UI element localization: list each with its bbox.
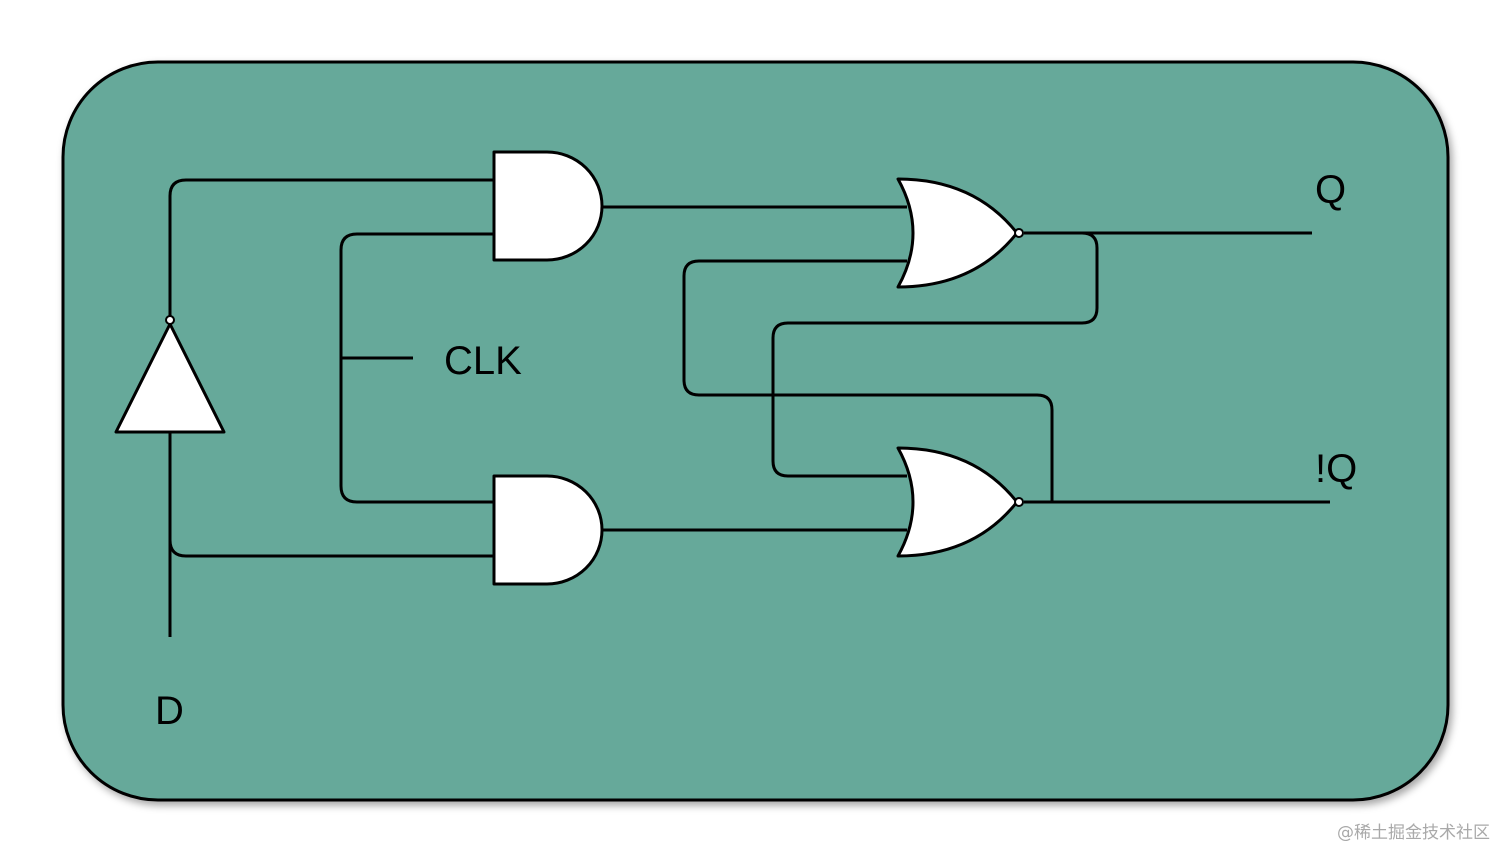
buffer-output-bubble: [165, 315, 175, 325]
and-gate-bottom: [492, 474, 604, 586]
wires: [168, 178, 1330, 637]
wire-qnot-feedback: [682, 259, 1054, 502]
circuit-panel: [61, 60, 1450, 802]
watermark: @稀土掘金技术社区: [1337, 823, 1490, 843]
nor-gate-bottom: [896, 446, 1019, 558]
wire-q-feedback: [771, 231, 1099, 478]
clk-label: CLK: [444, 339, 522, 383]
nor-gate-top: [896, 177, 1019, 289]
wire-clk-bus: [339, 232, 494, 504]
wire-buffer-to-and-top: [168, 178, 494, 316]
nor-gate-bottom-bubble: [1014, 497, 1024, 507]
d-label: D: [155, 689, 184, 733]
q-label: Q: [1315, 168, 1346, 212]
buffer-gate: [114, 322, 226, 434]
and-gate-top: [492, 150, 604, 262]
nor-gate-top-bubble: [1014, 228, 1024, 238]
wire-d-to-and-bottom: [168, 539, 494, 558]
q-not-label: !Q: [1315, 447, 1357, 491]
